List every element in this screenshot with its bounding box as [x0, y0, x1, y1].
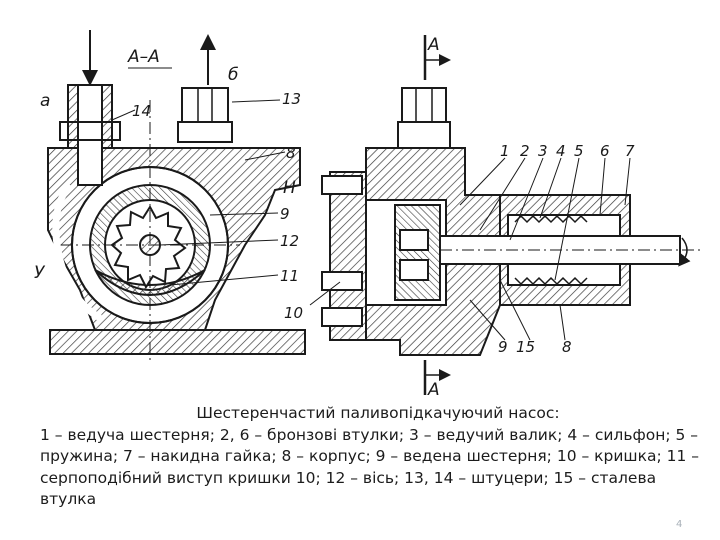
- crescent-projection: [94, 269, 206, 296]
- right-section-view: [309, 35, 700, 395]
- section-mark-top: А: [427, 35, 440, 55]
- outlet-label: б: [228, 65, 238, 85]
- pump-drawing: А–А а б 14 13 8 Н 9 12 11 У: [34, 30, 700, 400]
- suction-label: Н: [283, 178, 296, 198]
- caption-title: Шестеренчастий паливопідкачуючий насос:: [196, 404, 560, 422]
- discharge-channel: [52, 182, 102, 322]
- page-number: 4: [676, 519, 683, 530]
- right-view-labels: А А 1 2 3 4 5 6 7 9 15 8 10: [284, 35, 635, 400]
- callout-6: 6: [600, 142, 610, 160]
- callout-8-left: 8: [286, 144, 296, 162]
- callout-9-right: 9: [498, 338, 508, 356]
- left-section-view: [47, 30, 306, 360]
- callout-15: 15: [516, 338, 535, 356]
- callout-10: 10: [284, 304, 303, 322]
- callout-5: 5: [574, 142, 584, 160]
- base-plate: [49, 329, 306, 355]
- callout-12: 12: [280, 232, 299, 250]
- callout-8-right: 8: [562, 338, 572, 356]
- callout-7: 7: [625, 142, 635, 160]
- discharge-label: У: [34, 263, 46, 283]
- caption-legend: 1 – ведуча шестерня; 2, 6 – бронзові вту…: [40, 425, 700, 509]
- drive-gear-section: [394, 204, 441, 301]
- bellows: [514, 214, 588, 224]
- top-fitting: [401, 87, 447, 123]
- callout-2: 2: [520, 142, 530, 160]
- section-label: А–А: [127, 47, 160, 67]
- callout-3: 3: [538, 142, 548, 160]
- callout-1: 1: [500, 142, 510, 160]
- callout-9-left: 9: [280, 205, 290, 223]
- callout-14: 14: [132, 102, 151, 120]
- callout-13: 13: [282, 90, 301, 108]
- callout-11: 11: [280, 267, 299, 285]
- fitting-13: [181, 87, 229, 123]
- left-view-labels: А–А а б 14 13 8 Н 9 12 11 У: [34, 47, 301, 285]
- figure-caption: Шестеренчастий паливопідкачуючий насос: …: [40, 403, 716, 511]
- callout-4: 4: [556, 142, 566, 160]
- inlet-label: а: [40, 91, 50, 111]
- section-mark-bottom: А: [427, 380, 440, 400]
